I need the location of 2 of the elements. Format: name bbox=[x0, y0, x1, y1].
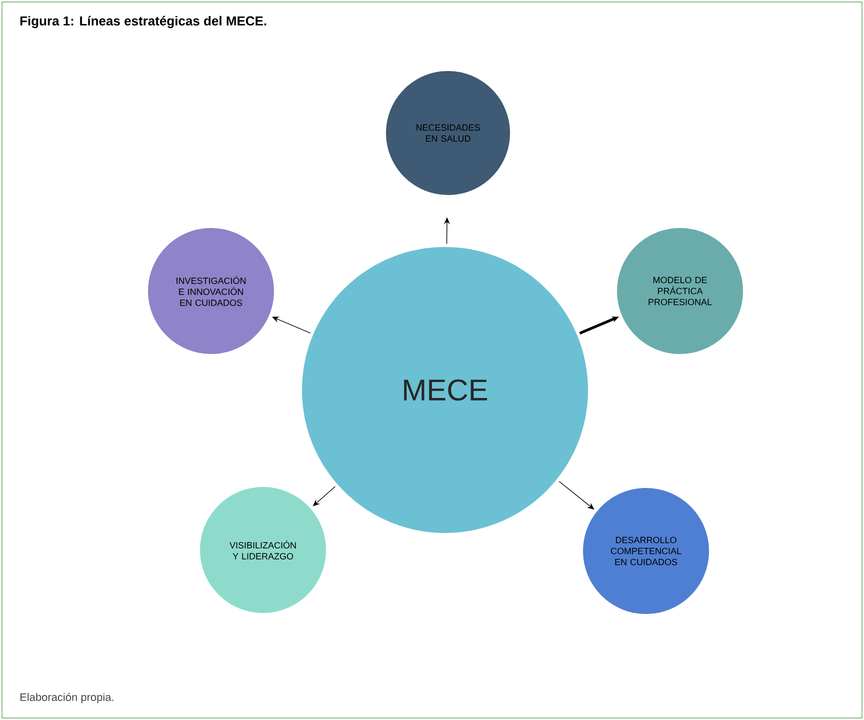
caption: Elaboración propia. bbox=[20, 692, 114, 704]
figure-title: Figura 1: Líneas estratégicas del MECE. bbox=[20, 16, 266, 28]
